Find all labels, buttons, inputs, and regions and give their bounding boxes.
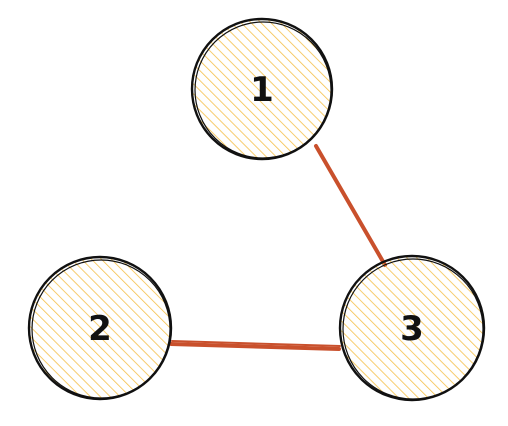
nodes-layer: 1 2 3 — [27, 17, 486, 402]
edge-1-3 — [314, 144, 387, 267]
edge-2-3 — [169, 340, 341, 351]
node-2-label: 2 — [88, 309, 112, 349]
node-2[interactable]: 2 — [27, 255, 173, 401]
node-3[interactable]: 3 — [338, 254, 486, 402]
edges-layer — [169, 144, 387, 351]
node-1[interactable]: 1 — [190, 17, 334, 161]
node-1-label: 1 — [250, 70, 274, 110]
node-3-label: 3 — [400, 309, 424, 349]
